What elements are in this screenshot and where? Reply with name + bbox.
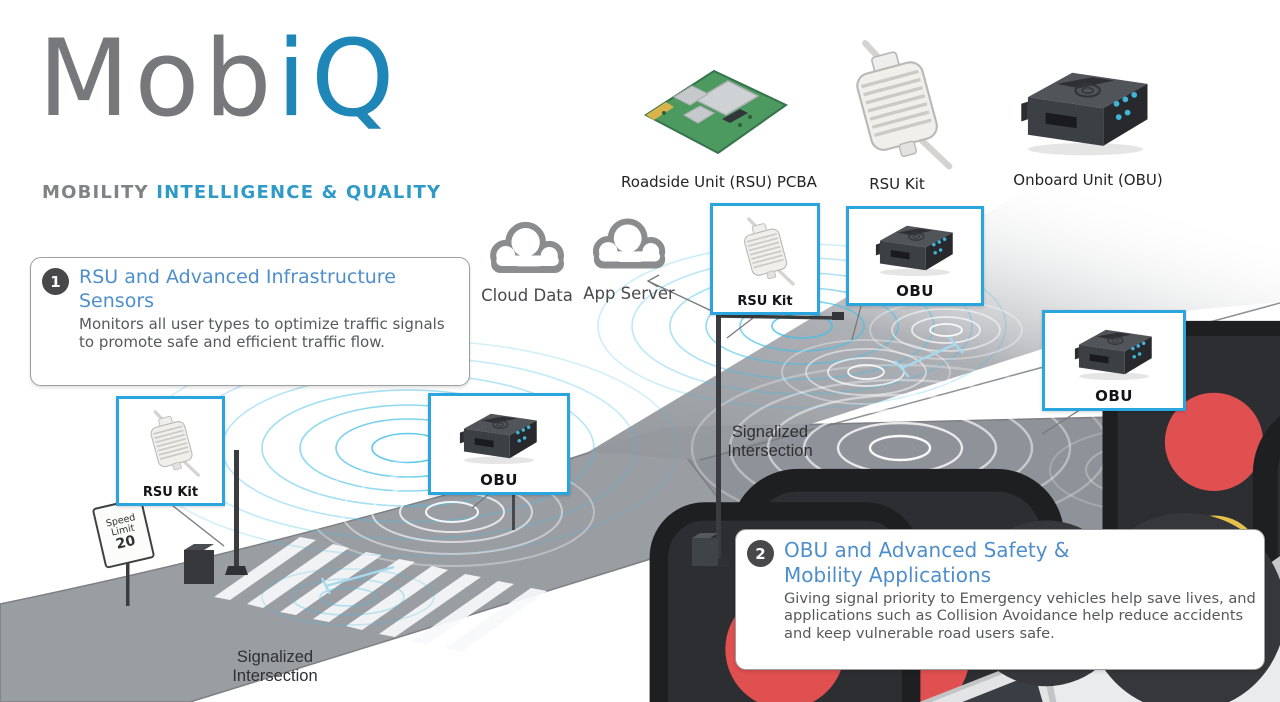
pcba-label: Roadside Unit (RSU) PCBA	[621, 173, 817, 191]
device-box-rsu-mid: RSU Kit	[710, 203, 820, 315]
tagline-blue-text: INTELLIGENCE & QUALITY	[156, 182, 442, 203]
traffic-light-southwest	[225, 450, 1053, 702]
v2x-links	[320, 336, 964, 595]
callout-number-badge: 2	[747, 540, 774, 567]
cloud-icon	[586, 208, 674, 278]
obu-label: Onboard Unit (OBU)	[1013, 171, 1163, 189]
device-box-obu-right: OBU	[1042, 310, 1186, 411]
speed-sign-pole	[126, 558, 130, 606]
cloud-data-label: Cloud Data	[481, 286, 573, 305]
rsu-kit-image	[134, 399, 208, 485]
device-box-obu-top: OBU	[846, 206, 984, 306]
signalized-intersection-label: Signalized Intersection	[727, 423, 813, 461]
app-server-label: App Server	[583, 284, 675, 303]
pcba-image	[636, 52, 796, 164]
device-box-label: OBU	[480, 471, 518, 489]
device-box-label: OBU	[1095, 387, 1133, 405]
device-box-obu-left: OBU	[428, 393, 570, 495]
device-box-label: RSU Kit	[737, 294, 793, 309]
obu-image	[863, 209, 967, 282]
device-box-rsu-southwest: RSU Kit	[116, 396, 225, 506]
callout-body: Monitors all user types to optimize traf…	[79, 315, 445, 352]
obu-image	[446, 396, 552, 471]
traffic-light-center	[692, 312, 1280, 702]
cloud-icon	[483, 212, 573, 282]
obu-image	[1061, 313, 1167, 387]
callout-body: Giving signal priority to Emergency vehi…	[784, 589, 1256, 643]
tagline-gray: MOBILITY	[42, 182, 149, 203]
device-box-label: OBU	[896, 282, 934, 300]
callout-title: OBU and Advanced Safety & Mobility Appli…	[784, 538, 1070, 587]
rsu-kit-label: RSU Kit	[869, 175, 925, 193]
callout-rsu: 1 RSU and Advanced Infrastructure Sensor…	[30, 257, 470, 386]
rsu-kit-image	[826, 32, 966, 172]
callout-number-badge: 1	[42, 268, 69, 295]
mobiq-tagline: MOBILITY INTELLIGENCE & QUALITY	[42, 182, 441, 203]
mobiq-logo: MobiQ	[38, 26, 399, 132]
mobiq-wordmark: MobiQ	[38, 26, 399, 132]
logo-word-gray: Mob	[38, 17, 277, 140]
obu-image	[1008, 52, 1163, 160]
logo-word-blue: iQ	[276, 17, 400, 140]
speed-sign-value: 20	[114, 532, 137, 553]
device-box-label: RSU Kit	[142, 485, 199, 500]
roadside-cabinet	[184, 544, 214, 584]
road-northeast	[588, 180, 1280, 460]
callout-title: RSU and Advanced Infrastructure Sensors	[79, 266, 396, 312]
rsu-kit-image	[727, 206, 803, 294]
signalized-intersection-label: Signalized Intersection	[232, 648, 318, 686]
callout-obu: 2 OBU and Advanced Safety & Mobility App…	[735, 529, 1265, 670]
